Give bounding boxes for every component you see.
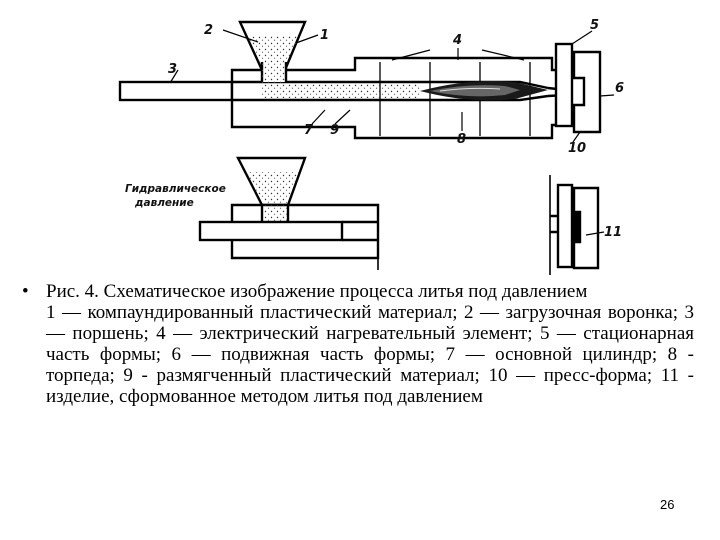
caption-title: Рис. 4. Схематическое изображение процес… xyxy=(46,281,588,302)
figure-caption: • Рис. 4. Схематическое изображение проц… xyxy=(22,281,694,407)
caption-legend: 1 — компаундированный пластический матер… xyxy=(46,302,694,407)
label-1: 1 xyxy=(320,28,329,43)
moving-mold-half xyxy=(572,50,602,134)
label-8: 8 xyxy=(457,132,466,147)
page-number: 26 xyxy=(660,497,675,512)
molded-product xyxy=(572,212,580,242)
upper-machine xyxy=(118,20,602,140)
heater-elements xyxy=(379,62,531,136)
label-4: 4 xyxy=(452,33,462,48)
piston xyxy=(118,80,234,102)
injection-molding-diagram: 2 1 3 4 5 6 7 9 8 10 Гидравлическое давл… xyxy=(118,18,624,275)
label-6: 6 xyxy=(615,81,624,96)
label-3: 3 xyxy=(168,62,177,77)
piston-lower xyxy=(198,220,344,242)
bullet: • xyxy=(22,281,29,302)
label-7: 7 xyxy=(304,123,314,138)
hydraulic-pressure-line2: давление xyxy=(134,197,194,209)
label-5: 5 xyxy=(590,18,599,33)
label-9: 9 xyxy=(330,123,339,138)
label-11: 11 xyxy=(604,225,622,240)
hydraulic-pressure-line1: Гидравлическое xyxy=(125,183,226,195)
fixed-mold-half xyxy=(554,42,574,128)
label-10: 10 xyxy=(568,141,586,156)
label-2: 2 xyxy=(204,23,213,38)
